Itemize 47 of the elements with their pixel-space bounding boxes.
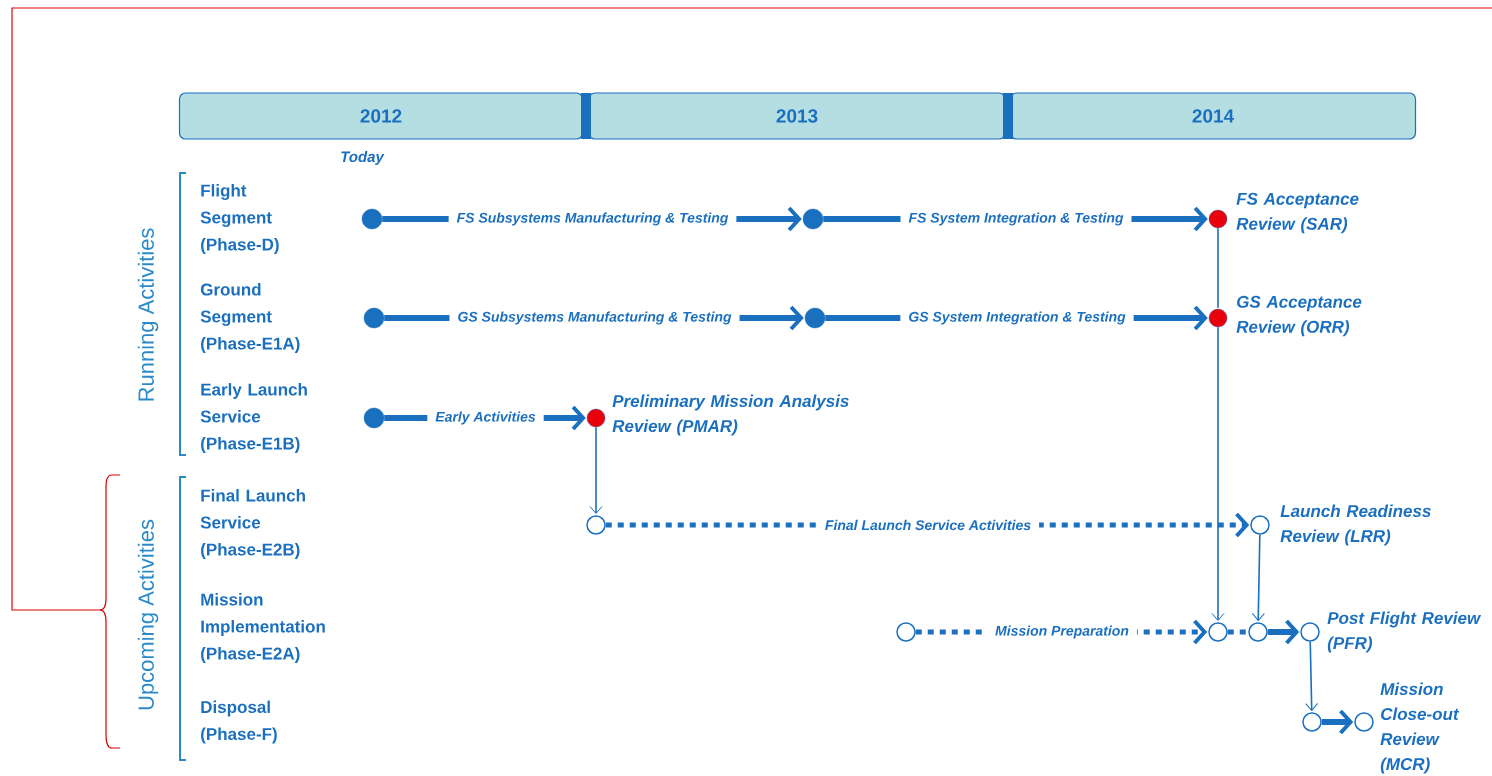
milestone-circle	[1354, 712, 1374, 732]
milestone-circle	[1300, 622, 1320, 642]
year-box: 2012	[178, 92, 584, 140]
milestone-circle	[586, 515, 606, 535]
arrow	[1267, 619, 1300, 645]
milestone-circle	[1248, 622, 1268, 642]
milestone-label: FS Acceptance Review (SAR)	[1236, 192, 1359, 234]
row-label: Disposal (Phase-F)	[201, 700, 277, 744]
edge-label: FS System Integration & Testing	[900, 209, 1132, 229]
milestone-circle	[1208, 622, 1228, 642]
arrow	[589, 426, 603, 514]
edge-label: GS Subsystems Manufacturing & Testing	[449, 308, 740, 328]
edge-label: FS Subsystems Manufacturing & Testing	[448, 209, 737, 229]
milestone-label: Launch Readiness Review (LRR)	[1280, 504, 1431, 546]
arrow	[1321, 709, 1354, 735]
start-dot	[802, 208, 824, 230]
arrow	[1251, 533, 1265, 621]
milestone-dot	[1208, 308, 1228, 328]
milestone-dot	[1208, 209, 1228, 229]
start-dot	[363, 307, 385, 329]
milestone-label: Mission Close-out Review (MCR)	[1380, 682, 1460, 774]
edge-label: GS System Integration & Testing	[900, 308, 1134, 328]
row-label: Final Launch Service (Phase-E2B)	[200, 489, 305, 559]
start-dot	[363, 407, 385, 429]
arrow	[1305, 640, 1319, 711]
edge-label: Mission Preparation	[987, 622, 1137, 642]
row-label: Early Launch Service (Phase-E1B)	[200, 383, 307, 453]
arrow	[1211, 326, 1225, 621]
milestone-label: Preliminary Mission Analysis Review (PMAR)	[612, 394, 849, 436]
milestone-label: Post Flight Review (PFR)	[1327, 611, 1482, 653]
row-label: Ground Segment (Phase-E1A)	[200, 283, 300, 353]
milestone-circle	[1302, 712, 1322, 732]
row-label: Mission Implementation (Phase-E2A)	[201, 593, 325, 663]
year-box: 2014	[1009, 92, 1417, 140]
edge-label: Final Launch Service Activities	[816, 516, 1040, 534]
today: Today	[341, 151, 385, 165]
year-box: 2013	[588, 92, 1006, 140]
group-title: Running Activities	[137, 228, 159, 401]
row-label: Flight Segment (Phase-D)	[200, 184, 279, 254]
milestone-label: GS Acceptance Review (ORR)	[1236, 295, 1362, 337]
group-title: Upcoming Activities	[137, 519, 159, 710]
edge-label: Early Activities	[427, 408, 544, 428]
start-dot	[361, 208, 383, 230]
milestone-circle	[896, 622, 916, 642]
milestone-circle	[1250, 515, 1270, 535]
start-dot	[804, 307, 826, 329]
milestone-dot	[586, 408, 606, 428]
